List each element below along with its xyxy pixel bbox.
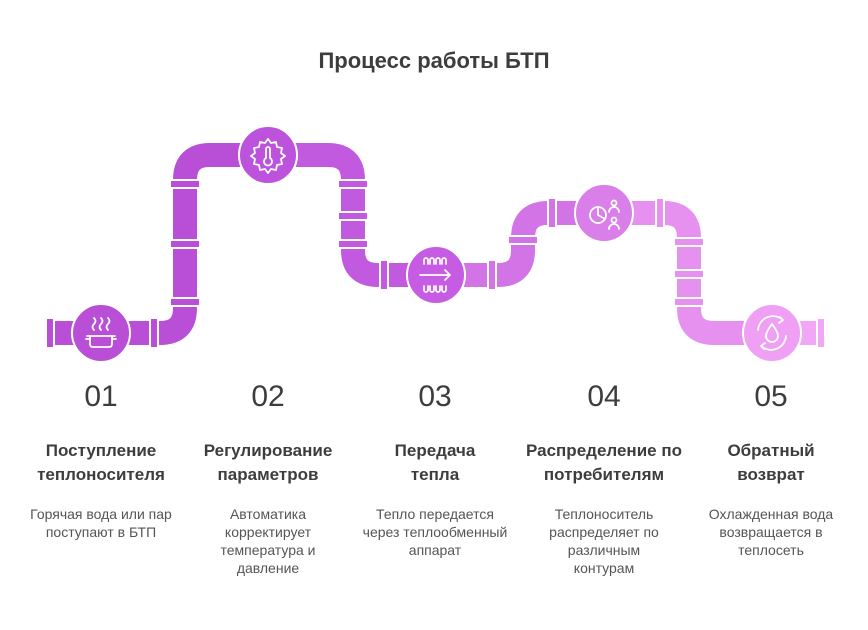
step-title: Передача тепла — [394, 441, 476, 484]
step-title: Поступление теплоносителя — [37, 441, 165, 484]
step-title: Регулирование параметров — [203, 441, 333, 484]
flange — [487, 259, 497, 291]
step-description: Охлажденная вода возвращается в теплосет… — [708, 506, 834, 558]
flange — [169, 239, 201, 249]
page-title: Процесс работы БТП — [318, 48, 550, 73]
step-5: 05 Обратный возврат Охлажденная вода воз… — [686, 377, 856, 559]
water-cycle-icon — [757, 315, 787, 351]
step-title: Обратный возврат — [727, 441, 815, 484]
node-step-1 — [71, 303, 131, 363]
step-description: Тепло передается через теплообменный апп… — [362, 506, 508, 558]
boiling-water-icon — [85, 317, 117, 348]
step-3: 03 Передача тепла Тепло передается через… — [350, 377, 520, 559]
pipe-flanges — [45, 179, 826, 349]
flange — [655, 197, 665, 229]
flange — [169, 297, 201, 307]
step-number: 05 — [754, 380, 788, 413]
flange — [547, 197, 557, 229]
step-number: 04 — [587, 380, 621, 413]
node-step-4 — [574, 183, 634, 243]
step-number: 02 — [251, 380, 285, 413]
flange — [337, 239, 369, 249]
step-2: 02 Регулирование параметров Автоматика к… — [183, 377, 353, 577]
flange — [673, 297, 705, 307]
flange — [673, 237, 705, 247]
node-step-5 — [742, 303, 802, 363]
step-description: Теплоноситель распределяет по различным … — [549, 506, 659, 576]
step-number: 03 — [418, 380, 452, 413]
flange — [337, 211, 369, 221]
flange — [169, 179, 201, 189]
flange — [673, 269, 705, 279]
node-step-3 — [406, 245, 466, 305]
pipeline-diagram — [45, 125, 826, 363]
flange — [507, 235, 539, 245]
heat-exchanger-icon — [419, 257, 452, 293]
step-title: Распределение по потребителям — [526, 441, 682, 484]
pipe-segment-1 — [50, 143, 268, 345]
step-description: Горячая вода или пар поступают в БТП — [30, 506, 172, 540]
node-step-2 — [238, 125, 298, 185]
thermometer-gear-icon — [250, 138, 286, 174]
step-4: 04 Распределение по потребителям Теплоно… — [519, 377, 689, 577]
flange — [379, 259, 389, 291]
step-1: 01 Поступление теплоносителя Горячая вод… — [16, 377, 186, 541]
step-description: Автоматика корректирует температура и да… — [220, 506, 316, 576]
flange — [816, 317, 826, 349]
flange — [45, 317, 55, 349]
flange — [149, 317, 159, 349]
distribution-users-icon — [589, 199, 620, 230]
step-number: 01 — [84, 380, 118, 413]
flange — [337, 179, 369, 189]
